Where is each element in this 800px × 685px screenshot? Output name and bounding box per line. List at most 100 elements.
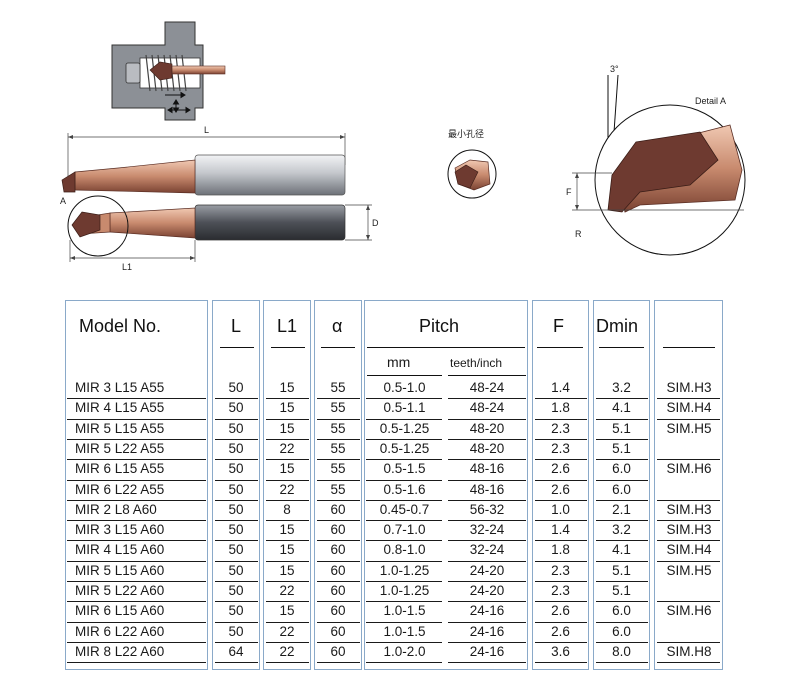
table-cell-holder bbox=[657, 582, 721, 600]
table-cell-model: MIR 3 L15 A55 bbox=[75, 380, 165, 395]
table-cell-tpi: 48-20 bbox=[469, 440, 505, 456]
table-row-rule bbox=[596, 560, 648, 562]
header-pitch-mm: mm bbox=[387, 354, 411, 370]
table-cell-tpi: 24-16 bbox=[469, 643, 505, 659]
table-cell-tpi: 48-24 bbox=[469, 380, 505, 395]
table-row-rule bbox=[535, 540, 587, 542]
table-cell-mm: 0.5-1.1 bbox=[383, 400, 426, 416]
tool-top-view: A D L1 bbox=[60, 195, 379, 272]
table-cell-tpi: 48-24 bbox=[469, 400, 505, 416]
table-row-rule bbox=[596, 438, 648, 440]
table-cell-L: 50 bbox=[228, 542, 244, 558]
table-cell-L: 50 bbox=[228, 440, 244, 456]
table-row-rule bbox=[266, 398, 309, 400]
col-flat bbox=[532, 300, 589, 670]
table-row-rule bbox=[448, 459, 526, 461]
table-row-rule bbox=[657, 601, 720, 603]
table-row-rule bbox=[448, 438, 526, 440]
col-edge-length bbox=[263, 300, 311, 670]
table-cell-holder bbox=[657, 623, 721, 641]
table-row-rule bbox=[266, 560, 309, 562]
table-cell-tpi: 24-20 bbox=[469, 583, 505, 598]
col-model bbox=[65, 300, 208, 670]
col-length bbox=[212, 300, 260, 670]
table-cell-mm: 1.0-1.25 bbox=[379, 583, 430, 598]
dim-label-diameter: D bbox=[372, 218, 379, 228]
table-row-rule bbox=[215, 520, 258, 522]
header-dmin-rule bbox=[599, 347, 644, 348]
table-cell-L1: 15 bbox=[279, 420, 295, 436]
header-dmin: Dmin bbox=[596, 316, 639, 336]
table-row-rule bbox=[448, 621, 526, 623]
table-cell-model: MIR 4 L15 A60 bbox=[75, 542, 165, 558]
table-row-rule bbox=[317, 520, 360, 522]
header-model: Model No. bbox=[79, 316, 162, 336]
table-row-rule bbox=[366, 459, 442, 461]
table-cell-mm: 0.5-1.0 bbox=[383, 380, 426, 395]
table-row-rule bbox=[366, 418, 442, 420]
table-row-rule bbox=[67, 418, 206, 420]
table-row-rule bbox=[366, 540, 442, 542]
table-cell-alpha: 55 bbox=[330, 380, 346, 395]
table-cell-F: 1.4 bbox=[551, 380, 570, 395]
table-cell-tpi: 32-24 bbox=[469, 542, 505, 558]
table-row-rule bbox=[657, 398, 720, 400]
table-cell-holder: SIM.H4 bbox=[666, 400, 712, 416]
detail-a-label: Detail A bbox=[695, 96, 726, 106]
col-holder bbox=[654, 300, 723, 670]
header-holder-rule bbox=[663, 347, 715, 348]
table-row-rule bbox=[67, 499, 206, 501]
table-cell-model: MIR 6 L22 A60 bbox=[75, 623, 165, 639]
technical-drawings: L A D L1 最小孔径 3° Detail A bbox=[60, 21, 746, 272]
table-cell-L1: 15 bbox=[279, 542, 295, 558]
table-row-rule bbox=[657, 418, 720, 420]
table-cell-F: 1.0 bbox=[551, 501, 570, 517]
table-row-rule bbox=[317, 621, 360, 623]
table-cell-holder: SIM.H4 bbox=[666, 542, 712, 558]
table-cell-mm: 1.0-1.5 bbox=[383, 623, 426, 639]
table-row-rule bbox=[67, 601, 206, 603]
table-row-rule bbox=[67, 479, 206, 481]
table-cell-tpi: 48-16 bbox=[469, 481, 505, 497]
dim-label-length: L bbox=[204, 125, 209, 135]
table-cell-tpi: 24-20 bbox=[469, 562, 505, 578]
table-cell-mm: 0.5-1.25 bbox=[379, 420, 430, 436]
table-row-rule bbox=[67, 398, 206, 400]
table-cell-F: 3.6 bbox=[551, 643, 570, 659]
table-row-rule bbox=[596, 581, 648, 582]
table-cell-Dmin: 6.0 bbox=[612, 461, 631, 477]
table-row-rule bbox=[67, 438, 206, 440]
table-cell-alpha: 60 bbox=[330, 583, 346, 598]
table-row-rule bbox=[448, 499, 526, 501]
table-row-rule bbox=[215, 499, 258, 501]
header-pitch-mm-rule bbox=[367, 375, 442, 376]
table-row-rule bbox=[366, 438, 442, 440]
angle-label: 3° bbox=[610, 64, 619, 74]
table-cell-model: MIR 4 L15 A55 bbox=[75, 400, 165, 416]
col-dmin bbox=[593, 300, 650, 670]
table-row-rule bbox=[657, 499, 720, 501]
table-row-rule bbox=[535, 520, 587, 522]
table-cell-model: MIR 6 L15 A60 bbox=[75, 603, 165, 619]
table-cell-F: 2.3 bbox=[551, 562, 570, 578]
table-cell-Dmin: 5.1 bbox=[612, 440, 631, 456]
table-row-rule bbox=[67, 641, 206, 643]
table-cell-model: MIR 5 L22 A55 bbox=[75, 440, 165, 456]
table-cell-holder: SIM.H3 bbox=[666, 501, 712, 517]
table-cell-holder: SIM.H5 bbox=[666, 562, 712, 578]
table-row-rule bbox=[67, 459, 206, 461]
table-cell-L1: 8 bbox=[283, 501, 291, 517]
header-pitch-tpi: teeth/inch bbox=[450, 356, 503, 370]
table-cell-F: 2.6 bbox=[551, 623, 570, 639]
table-cell-alpha: 60 bbox=[330, 501, 346, 517]
table-row-rule bbox=[366, 398, 442, 400]
table-row-rule bbox=[266, 459, 309, 461]
table-row-rule bbox=[596, 418, 648, 420]
table-cell-L: 50 bbox=[228, 522, 244, 538]
table-cell-L: 50 bbox=[228, 603, 244, 619]
table-row-rule bbox=[215, 459, 258, 461]
table-row-rule bbox=[215, 662, 258, 664]
table-cell-Dmin: 6.0 bbox=[612, 623, 631, 639]
table-cell-L: 50 bbox=[228, 623, 244, 639]
header-alpha-rule bbox=[321, 347, 355, 348]
